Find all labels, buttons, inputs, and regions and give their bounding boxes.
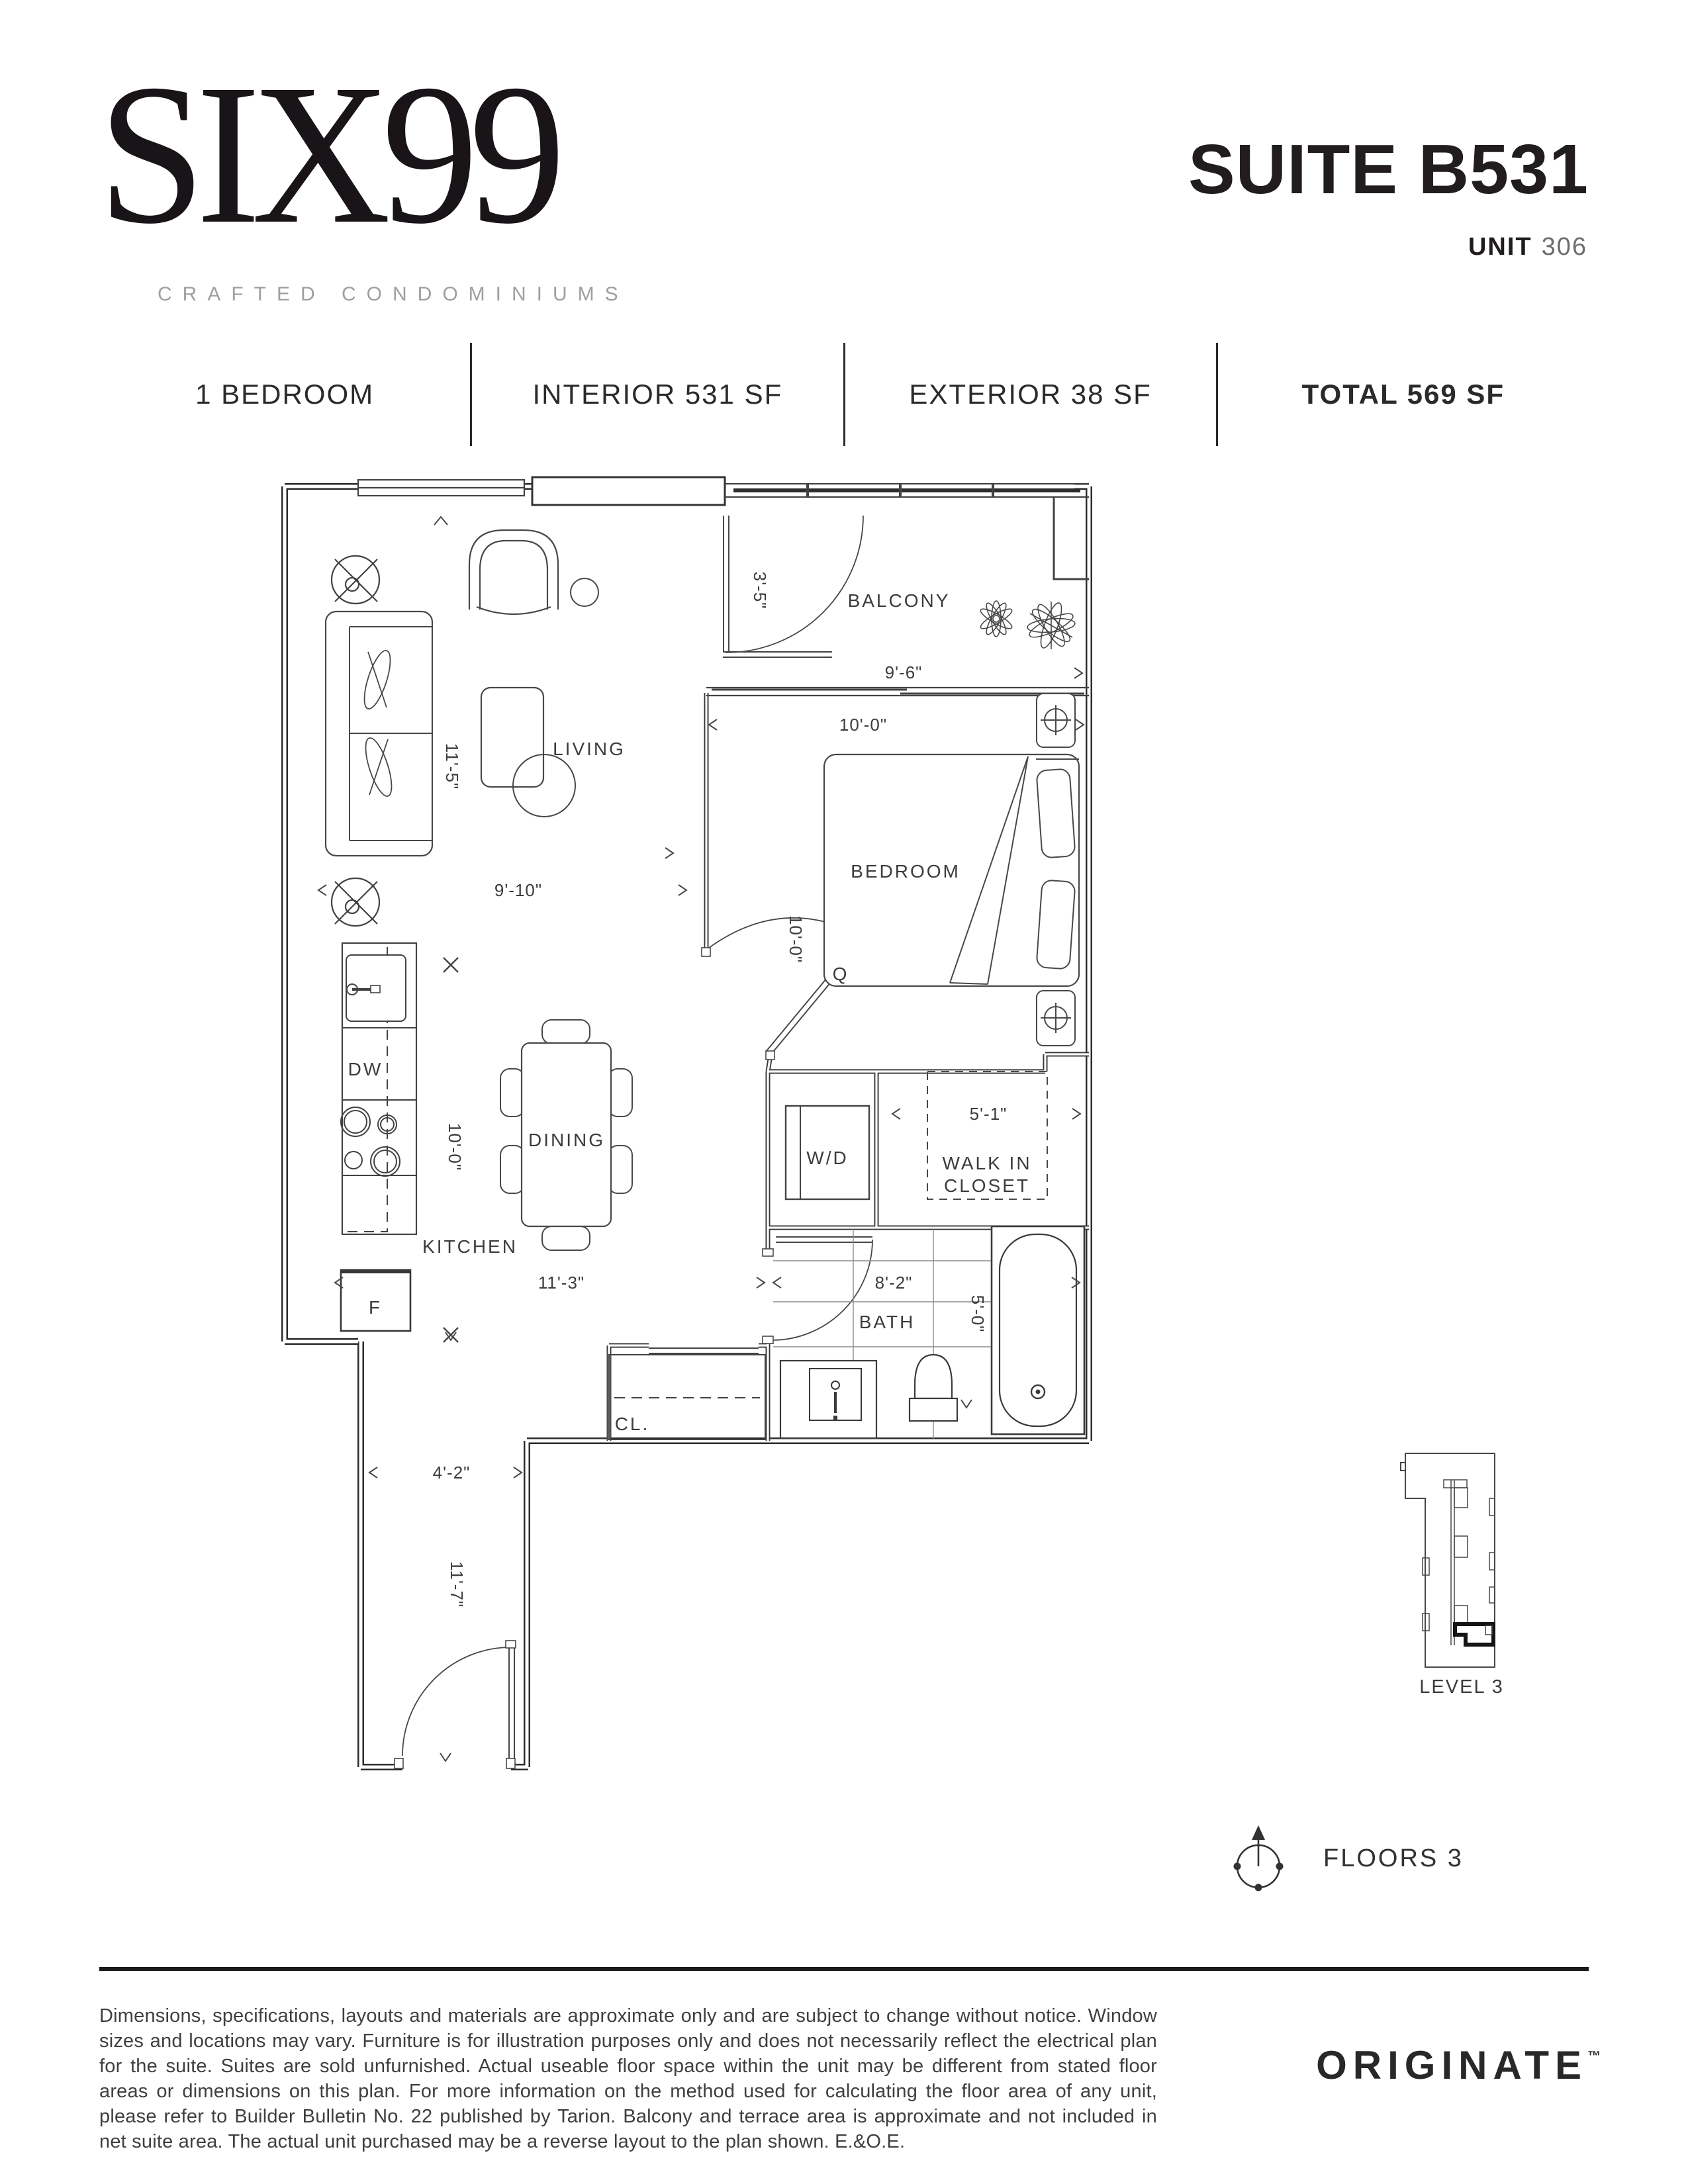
dimension-arrows — [317, 516, 1085, 1762]
dim-foyer-depth: 11'-7" — [447, 1561, 467, 1608]
balcony-door — [723, 515, 864, 653]
nightstand — [1036, 990, 1076, 1046]
armchair — [468, 529, 559, 615]
bathtub — [990, 1225, 1086, 1435]
coffee-table — [480, 686, 545, 788]
dim-bath-width: 8'-2" — [875, 1273, 913, 1293]
compass-icon — [1233, 1825, 1284, 1891]
fridge — [340, 1269, 412, 1332]
vanity-sink — [779, 1359, 878, 1439]
summary-exterior: EXTERIOR 38 SF — [845, 343, 1218, 446]
bath-door — [762, 1236, 873, 1344]
plant-icon — [1027, 602, 1076, 649]
brand-name: ORIGINATE — [1316, 2043, 1587, 2087]
junction-x-icon — [443, 957, 459, 1343]
keyplan-level-label: LEVEL 3 — [1419, 1676, 1503, 1698]
floors-label: FLOORS 3 — [1323, 1844, 1464, 1872]
balcony-edge — [723, 651, 832, 658]
dining-chairs — [500, 1019, 633, 1251]
trademark-symbol: ™ — [1587, 2049, 1601, 2064]
label-queen-bed: Q — [833, 964, 849, 984]
dining-table — [520, 1042, 612, 1228]
window — [357, 478, 526, 497]
label-balcony: BALCONY — [848, 590, 951, 611]
queen-bed — [823, 753, 1080, 987]
label-living: LIVING — [553, 739, 626, 759]
dim-living-depth: 11'-5" — [442, 743, 462, 790]
side-table — [570, 578, 599, 607]
disclaimer-text: Dimensions, specifications, layouts and … — [99, 2005, 1157, 2152]
logo-subtitle: CRAFTED CONDOMINIUMS — [158, 283, 629, 305]
dim-living-width: 9'-10" — [494, 880, 542, 900]
dim-walk-in-width: 5'-1" — [970, 1104, 1008, 1124]
label-kitchen: KITCHEN — [422, 1236, 518, 1257]
dim-dining-width: 11'-3" — [538, 1273, 585, 1293]
keyplan-svg: LEVEL 3 — [1400, 1453, 1503, 1698]
dim-balcony-width: 9'-6" — [885, 662, 923, 682]
label-washer-dryer: W/D — [806, 1148, 848, 1168]
washer-dryer — [784, 1105, 870, 1201]
originate-logo: ORIGINATE™ — [1316, 2042, 1601, 2088]
dim-bath-depth: 5'-0" — [968, 1295, 988, 1333]
label-fridge: F — [369, 1297, 382, 1318]
bed-blanket-fold — [949, 756, 1079, 985]
label-bedroom: BEDROOM — [851, 861, 961, 882]
kitchen-sink — [346, 954, 406, 1022]
ceiling-light-icon — [330, 555, 381, 605]
label-dishwasher: DW — [348, 1059, 383, 1079]
plant-icon — [980, 600, 1013, 637]
label-closet: CL. — [615, 1414, 650, 1434]
balcony-railing — [725, 482, 1089, 498]
unit-label: UNIT — [1468, 233, 1532, 261]
unit-number: 306 — [1541, 233, 1587, 261]
entry-door — [394, 1640, 516, 1769]
dim-kitchen-depth: 10'-0" — [445, 1123, 465, 1171]
keyplan-unit-highlight — [1453, 1622, 1495, 1647]
sofa — [324, 610, 434, 857]
balcony-corner-wall — [1053, 497, 1089, 580]
label-walk-in-1: WALK IN — [942, 1153, 1031, 1173]
lamp-icon — [1041, 705, 1071, 735]
lamp-icon — [1041, 1003, 1071, 1033]
cooktop — [340, 1107, 400, 1177]
summary-bar: 1 BEDROOM INTERIOR 531 SF EXTERIOR 38 SF… — [99, 343, 1589, 446]
keyplan-building-outline — [1400, 1453, 1495, 1668]
dim-foyer-width: 4'-2" — [433, 1463, 471, 1482]
dim-balcony-door: 3'-5" — [750, 572, 770, 610]
label-bath: BATH — [859, 1312, 915, 1332]
ceiling-light-icon — [330, 877, 381, 927]
suite-title: SUITE B531 — [1188, 130, 1589, 208]
footer-divider — [99, 1967, 1589, 1971]
round-rug — [512, 754, 576, 817]
dim-bedroom-depth: 10'-0" — [786, 915, 806, 963]
keyplan-unit-tick — [1485, 1625, 1493, 1635]
nightstand — [1036, 693, 1076, 748]
label-dining: DINING — [528, 1130, 605, 1150]
toilet — [908, 1353, 959, 1422]
bedroom-sliding-door — [706, 686, 1089, 697]
floor-plan-svg: BALCONY LIVING BEDROOM DINING KITCHEN W/… — [278, 476, 1099, 1790]
summary-total: TOTAL 569 SF — [1301, 379, 1505, 410]
walk-in-closet-outline — [927, 1071, 1048, 1200]
wall-slab — [531, 476, 726, 506]
summary-interior: INTERIOR 531 SF — [472, 343, 845, 446]
compass-row: FLOORS 3 — [1220, 1819, 1464, 1898]
label-walk-in-2: CLOSET — [944, 1175, 1030, 1196]
entry-closet — [608, 1347, 766, 1440]
summary-bedrooms: 1 BEDROOM — [99, 343, 473, 446]
dim-bedroom-width: 10'-0" — [839, 715, 887, 735]
sofa-pillows — [363, 650, 393, 797]
bed-pillows — [1036, 768, 1076, 970]
unit-line: UNIT 306 — [1468, 233, 1587, 261]
logo-six99: SIX99 — [98, 43, 566, 266]
